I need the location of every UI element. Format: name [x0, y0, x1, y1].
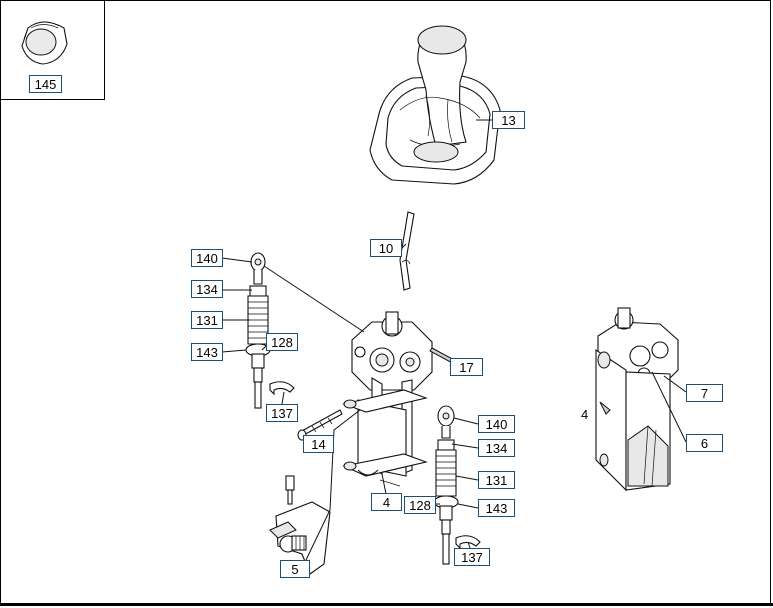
right-cable-assembly	[433, 405, 481, 565]
callout-145: 145	[29, 75, 62, 93]
label-4-side: 4	[581, 407, 589, 422]
callout-140-right: 140	[478, 415, 515, 433]
part-4-shift-housing	[342, 311, 433, 487]
callout-4: 4	[371, 493, 402, 511]
part-5-bracket	[269, 475, 331, 575]
callout-131-left: 131	[191, 311, 223, 329]
callout-128-left: 128	[266, 333, 298, 351]
part-13-knob-boot	[369, 25, 501, 185]
callout-10: 10	[370, 239, 402, 257]
callout-6: 6	[686, 434, 723, 452]
callout-143-right: 143	[478, 499, 515, 517]
inset-drawing	[21, 21, 68, 65]
callout-7: 7	[686, 384, 723, 402]
bottom-rule	[0, 603, 773, 606]
callout-137-left: 137	[266, 404, 298, 422]
left-cable-assembly	[245, 252, 295, 409]
callout-17: 17	[450, 358, 483, 376]
part-side-housing	[595, 307, 679, 492]
leader-lines	[221, 119, 687, 561]
callout-140-left: 140	[191, 249, 223, 267]
callout-134-left: 134	[191, 280, 223, 298]
part-10-lever-rod	[399, 211, 415, 291]
callout-137-right: 137	[454, 548, 490, 566]
callout-14: 14	[303, 435, 334, 453]
callout-143-left: 143	[191, 343, 223, 361]
callout-5: 5	[280, 560, 310, 578]
callout-131-right: 131	[478, 471, 515, 489]
callout-134-right: 134	[478, 439, 515, 457]
callout-13: 13	[492, 111, 525, 129]
callout-128-right: 128	[404, 496, 436, 514]
part-14-bolt	[297, 409, 343, 441]
